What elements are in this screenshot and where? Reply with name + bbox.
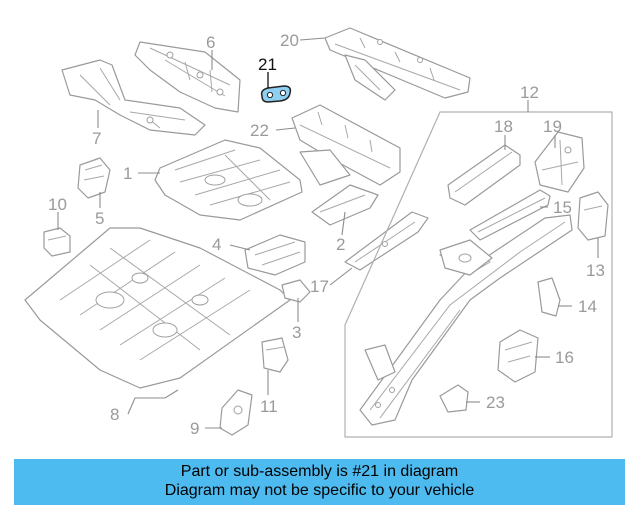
part-21-bracket xyxy=(260,85,292,103)
callout-15: 15 xyxy=(553,198,572,217)
callout-9: 9 xyxy=(190,419,199,438)
part-11-bracket xyxy=(261,337,289,373)
banner-line-2: Diagram may not be specific to your vehi… xyxy=(164,482,475,499)
callout-7: 7 xyxy=(92,129,101,148)
callout-17: 17 xyxy=(310,277,329,296)
part-4-bracket xyxy=(244,234,306,276)
part-14-bracket xyxy=(537,277,561,317)
callout-13: 13 xyxy=(586,261,605,280)
callout-16: 16 xyxy=(555,348,574,367)
part-20-crossmember xyxy=(324,27,471,101)
callout-18: 18 xyxy=(494,117,513,136)
part-19-bracket xyxy=(534,131,585,193)
part-5-bracket xyxy=(77,157,111,199)
part-22-crossmember xyxy=(291,104,401,186)
callout-6: 6 xyxy=(206,33,215,52)
part-1-rear-floor xyxy=(154,139,303,221)
part-13-bracket xyxy=(577,191,609,241)
part-12-side-rail xyxy=(359,214,573,426)
callout-2: 2 xyxy=(336,235,345,254)
callout-22: 22 xyxy=(250,121,269,140)
callout-5: 5 xyxy=(95,209,104,228)
part-10-bracket xyxy=(43,227,71,257)
banner-line-1: Part or sub-assembly is #21 in diagram xyxy=(180,463,459,480)
callout-12: 12 xyxy=(520,83,539,102)
callout-8: 8 xyxy=(110,405,119,424)
callout-21: 21 xyxy=(258,55,277,74)
part-15-rail xyxy=(469,189,551,241)
callout-labels: 6 7 1 5 10 4 3 11 8 9 20 21 22 2 17 12 1… xyxy=(48,31,605,438)
callout-19: 19 xyxy=(543,117,562,136)
part-12-group-box xyxy=(344,111,613,438)
callout-23: 23 xyxy=(486,393,505,412)
part-2-rail xyxy=(311,184,379,226)
part-3-bracket xyxy=(281,279,311,303)
callout-1: 1 xyxy=(123,164,132,183)
part-17-rail xyxy=(344,211,429,271)
part-16-bracket xyxy=(497,329,539,383)
part-7-crossmember xyxy=(61,59,206,136)
part-18-panel xyxy=(447,144,521,206)
callout-20: 20 xyxy=(280,31,299,50)
part-8-front-floor xyxy=(24,227,291,389)
part-6-rear-panel xyxy=(134,41,241,113)
info-banner: Part or sub-assembly is #21 in diagram D… xyxy=(14,459,625,505)
callout-4: 4 xyxy=(212,235,221,254)
leader-lines xyxy=(57,37,599,429)
part-9-bracket xyxy=(219,389,253,436)
callout-3: 3 xyxy=(292,323,301,342)
part-23-bracket xyxy=(439,384,469,413)
callout-14: 14 xyxy=(578,297,597,316)
parts-diagram: 6 7 1 5 10 4 3 11 8 9 20 21 22 2 17 12 1… xyxy=(24,27,613,438)
callout-11: 11 xyxy=(260,397,278,416)
callout-10: 10 xyxy=(48,195,67,214)
